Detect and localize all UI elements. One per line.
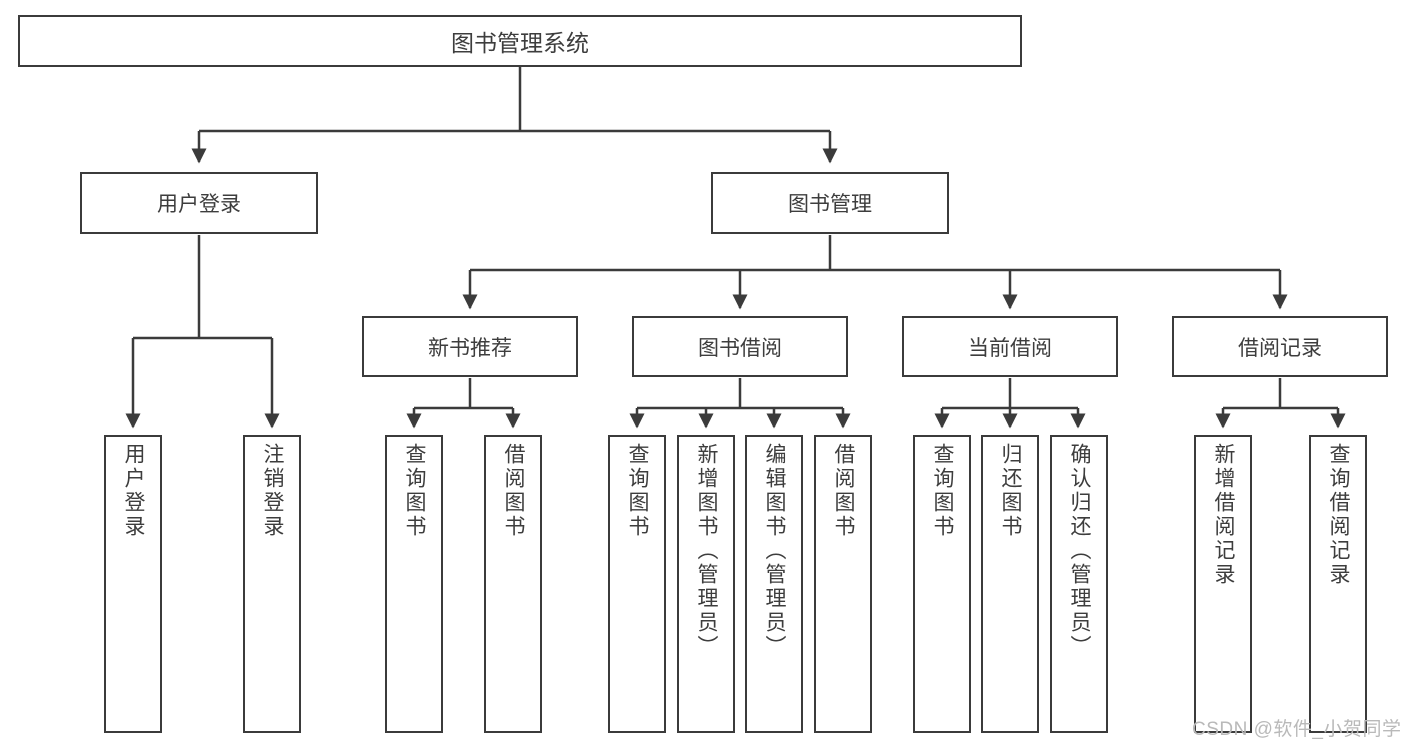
node-label: 编辑图书（管理员） bbox=[763, 443, 787, 659]
node-label: 注销登录 bbox=[261, 443, 285, 539]
node-borrow-record[interactable]: 借阅记录 bbox=[1172, 316, 1388, 377]
leaf-add-borrow-record[interactable]: 新增借阅记录 bbox=[1194, 435, 1252, 733]
node-label: 归还图书 bbox=[999, 443, 1023, 539]
node-book-borrow[interactable]: 图书借阅 bbox=[632, 316, 848, 377]
node-label: 查询借阅记录 bbox=[1327, 443, 1351, 587]
leaf-return-book[interactable]: 归还图书 bbox=[981, 435, 1039, 733]
leaf-user-login[interactable]: 用户登录 bbox=[104, 435, 162, 733]
node-root-system[interactable]: 图书管理系统 bbox=[18, 15, 1022, 67]
node-current-borrow[interactable]: 当前借阅 bbox=[902, 316, 1118, 377]
node-label: 新增借阅记录 bbox=[1212, 443, 1236, 587]
node-label: 借阅图书 bbox=[502, 443, 526, 539]
node-label: 确认归还（管理员） bbox=[1068, 443, 1092, 659]
node-label: 图书管理系统 bbox=[451, 30, 589, 56]
node-label: 查询图书 bbox=[626, 443, 650, 539]
node-label: 新增图书（管理员） bbox=[695, 443, 719, 659]
leaf-logout[interactable]: 注销登录 bbox=[243, 435, 301, 733]
node-label: 图书借阅 bbox=[698, 336, 782, 360]
node-label: 借阅记录 bbox=[1238, 336, 1322, 360]
node-label: 图书管理 bbox=[788, 193, 872, 216]
node-label: 当前借阅 bbox=[968, 336, 1052, 360]
leaf-edit-book-admin[interactable]: 编辑图书（管理员） bbox=[745, 435, 803, 733]
leaf-query-book-current[interactable]: 查询图书 bbox=[913, 435, 971, 733]
node-label: 查询图书 bbox=[403, 443, 427, 539]
leaf-query-book-recommend[interactable]: 查询图书 bbox=[385, 435, 443, 733]
node-new-book-recommend[interactable]: 新书推荐 bbox=[362, 316, 578, 377]
leaf-confirm-return-admin[interactable]: 确认归还（管理员） bbox=[1050, 435, 1108, 733]
leaf-query-borrow-record[interactable]: 查询借阅记录 bbox=[1309, 435, 1367, 733]
node-label: 用户登录 bbox=[122, 443, 146, 539]
node-book-management[interactable]: 图书管理 bbox=[711, 172, 949, 234]
node-label: 用户登录 bbox=[157, 193, 241, 216]
node-label: 新书推荐 bbox=[428, 336, 512, 360]
csdn-watermark: CSDN @软件_小贺同学 bbox=[1192, 719, 1402, 740]
node-label: 借阅图书 bbox=[832, 443, 856, 539]
node-label: 查询图书 bbox=[931, 443, 955, 539]
leaf-borrow-book[interactable]: 借阅图书 bbox=[814, 435, 872, 733]
leaf-add-book-admin[interactable]: 新增图书（管理员） bbox=[677, 435, 735, 733]
leaf-borrow-book-recommend[interactable]: 借阅图书 bbox=[484, 435, 542, 733]
node-user-login[interactable]: 用户登录 bbox=[80, 172, 318, 234]
leaf-query-book-borrow[interactable]: 查询图书 bbox=[608, 435, 666, 733]
